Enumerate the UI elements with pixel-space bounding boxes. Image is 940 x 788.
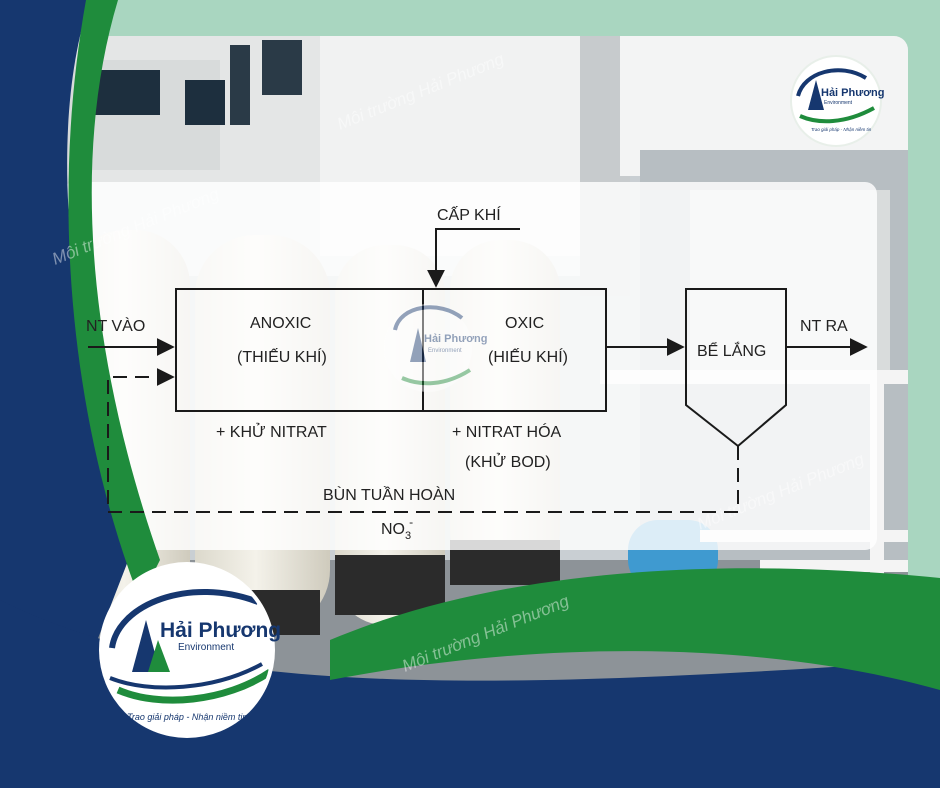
air-supply-label: CẤP KHÍ <box>437 205 501 224</box>
logo-small-name: Hải Phương <box>821 87 884 99</box>
oxic-sub-label: (HIẾU KHÍ) <box>488 347 568 366</box>
nitrate-label: NO3- <box>381 515 413 542</box>
recycle-sludge-label: BÙN TUẦN HOÀN <box>323 485 455 504</box>
oxic-note-2: (KHỬ BOD) <box>465 452 551 471</box>
oxic-label: OXIC <box>505 315 544 332</box>
svg-text:Hải Phương: Hải Phương <box>424 333 487 345</box>
anoxic-sub-label: (THIẾU KHÍ) <box>237 347 327 366</box>
oxic-tank <box>422 288 607 412</box>
logo-large-sub: Environment <box>178 642 234 653</box>
anoxic-note: + KHỬ NITRAT <box>216 422 327 441</box>
inlet-label: NT VÀO <box>86 316 145 335</box>
diagram-labels: NT VÀO CẤP KHÍ ANOXIC (THIẾU KHÍ) OXIC (… <box>86 205 848 542</box>
settling-tank-shape <box>685 288 787 448</box>
company-logo-large: Hải Phương Environment Trao giải pháp - … <box>99 562 281 738</box>
settling-tank-label: BỂ LẮNG <box>697 341 766 360</box>
logo-small-sub: Environment <box>824 100 853 106</box>
company-logo-small: Hải Phương Environment Trao giải pháp - … <box>790 55 884 147</box>
oxic-note-1: + NITRAT HÓA <box>452 422 562 441</box>
logo-large-name: Hải Phương <box>160 619 281 642</box>
air-supply-arrow <box>427 228 520 288</box>
anoxic-label: ANOXIC <box>250 315 311 332</box>
center-watermark-logo: Hải Phương Environment <box>384 304 487 392</box>
svg-text:Environment: Environment <box>428 348 462 354</box>
outlet-label: NT RA <box>800 318 848 335</box>
sludge-recycle-line <box>107 368 739 513</box>
flow-diagram <box>88 228 868 513</box>
logo-large-slogan: Trao giải pháp - Nhận niềm tin <box>127 712 247 722</box>
logo-small-slogan: Trao giải pháp - Nhận niềm tin <box>811 126 872 132</box>
